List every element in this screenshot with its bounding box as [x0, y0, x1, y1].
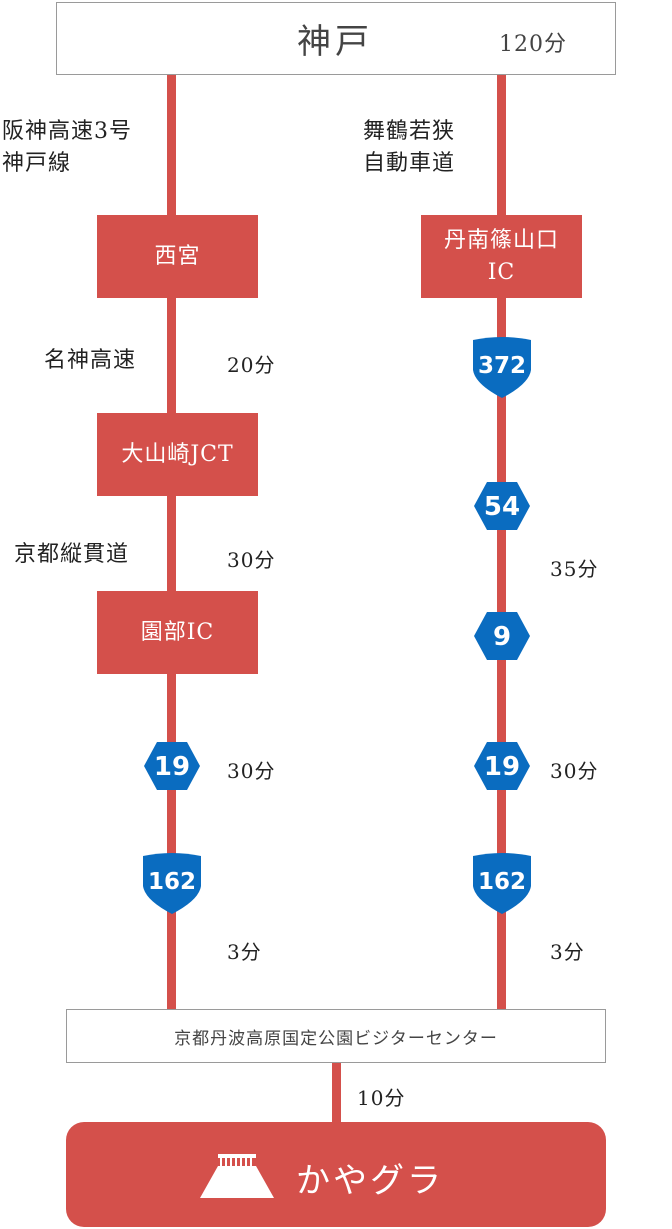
route-372-shield-icon: 372 [473, 337, 531, 398]
left-final-time: 3分 [227, 940, 262, 964]
right-time-35: 35分 [550, 557, 599, 581]
left-shield-time: 30分 [227, 759, 276, 783]
final-route-line [332, 1063, 341, 1123]
route-19-right-shield-icon: 19 [474, 742, 530, 790]
route-162-number: 162 [148, 869, 196, 895]
destination-name: かやグラ [296, 1161, 444, 1201]
left-route-line [167, 75, 176, 1010]
last-time: 10分 [357, 1086, 406, 1110]
route-9-number: 9 [493, 622, 511, 652]
node-nishinomiya: 西宮 [97, 215, 258, 298]
right-final-time: 3分 [550, 940, 585, 964]
segment-kyoto-jukando-time: 30分 [227, 548, 276, 572]
route-162-right-number: 162 [478, 869, 526, 895]
segment-kyoto-jukando-label: 京都縦貫道 [14, 542, 130, 567]
origin-box [56, 2, 616, 75]
segment-meishin-time: 20分 [227, 353, 276, 377]
route-19-shield-icon: 19 [144, 742, 200, 790]
origin-total-time: 120分 [499, 32, 567, 57]
route-162-right-shield-icon: 162 [473, 853, 531, 914]
route-54-number: 54 [484, 492, 520, 522]
route-19-right-number: 19 [484, 752, 520, 782]
node-oyamazaki-jct: 大山崎JCT [97, 413, 258, 496]
thatched-house-icon [200, 1154, 274, 1198]
segment-meishin-label: 名神高速 [44, 348, 137, 373]
node-tannan-sasayamaguchi-ic: 丹南篠山口 IC [421, 215, 582, 298]
destination-box [66, 1122, 606, 1227]
route-372-number: 372 [478, 353, 526, 379]
left-expressway-label: 阪神高速3号 神戸線 [2, 119, 132, 176]
right-expressway-label: 舞鶴若狭 自動車道 [363, 119, 456, 176]
node-sonobe-ic: 園部IC [97, 591, 258, 674]
visitor-center-box: 京都丹波高原国定公園ビジターセンター [66, 1009, 606, 1063]
route-9-shield-icon: 9 [474, 612, 530, 660]
route-162-shield-icon: 162 [143, 853, 201, 914]
origin-name: 神戸 [297, 22, 373, 62]
route-19-number: 19 [154, 752, 190, 782]
route-54-shield-icon: 54 [474, 482, 530, 530]
right-route-line [497, 75, 506, 1010]
right-time-30: 30分 [550, 759, 599, 783]
